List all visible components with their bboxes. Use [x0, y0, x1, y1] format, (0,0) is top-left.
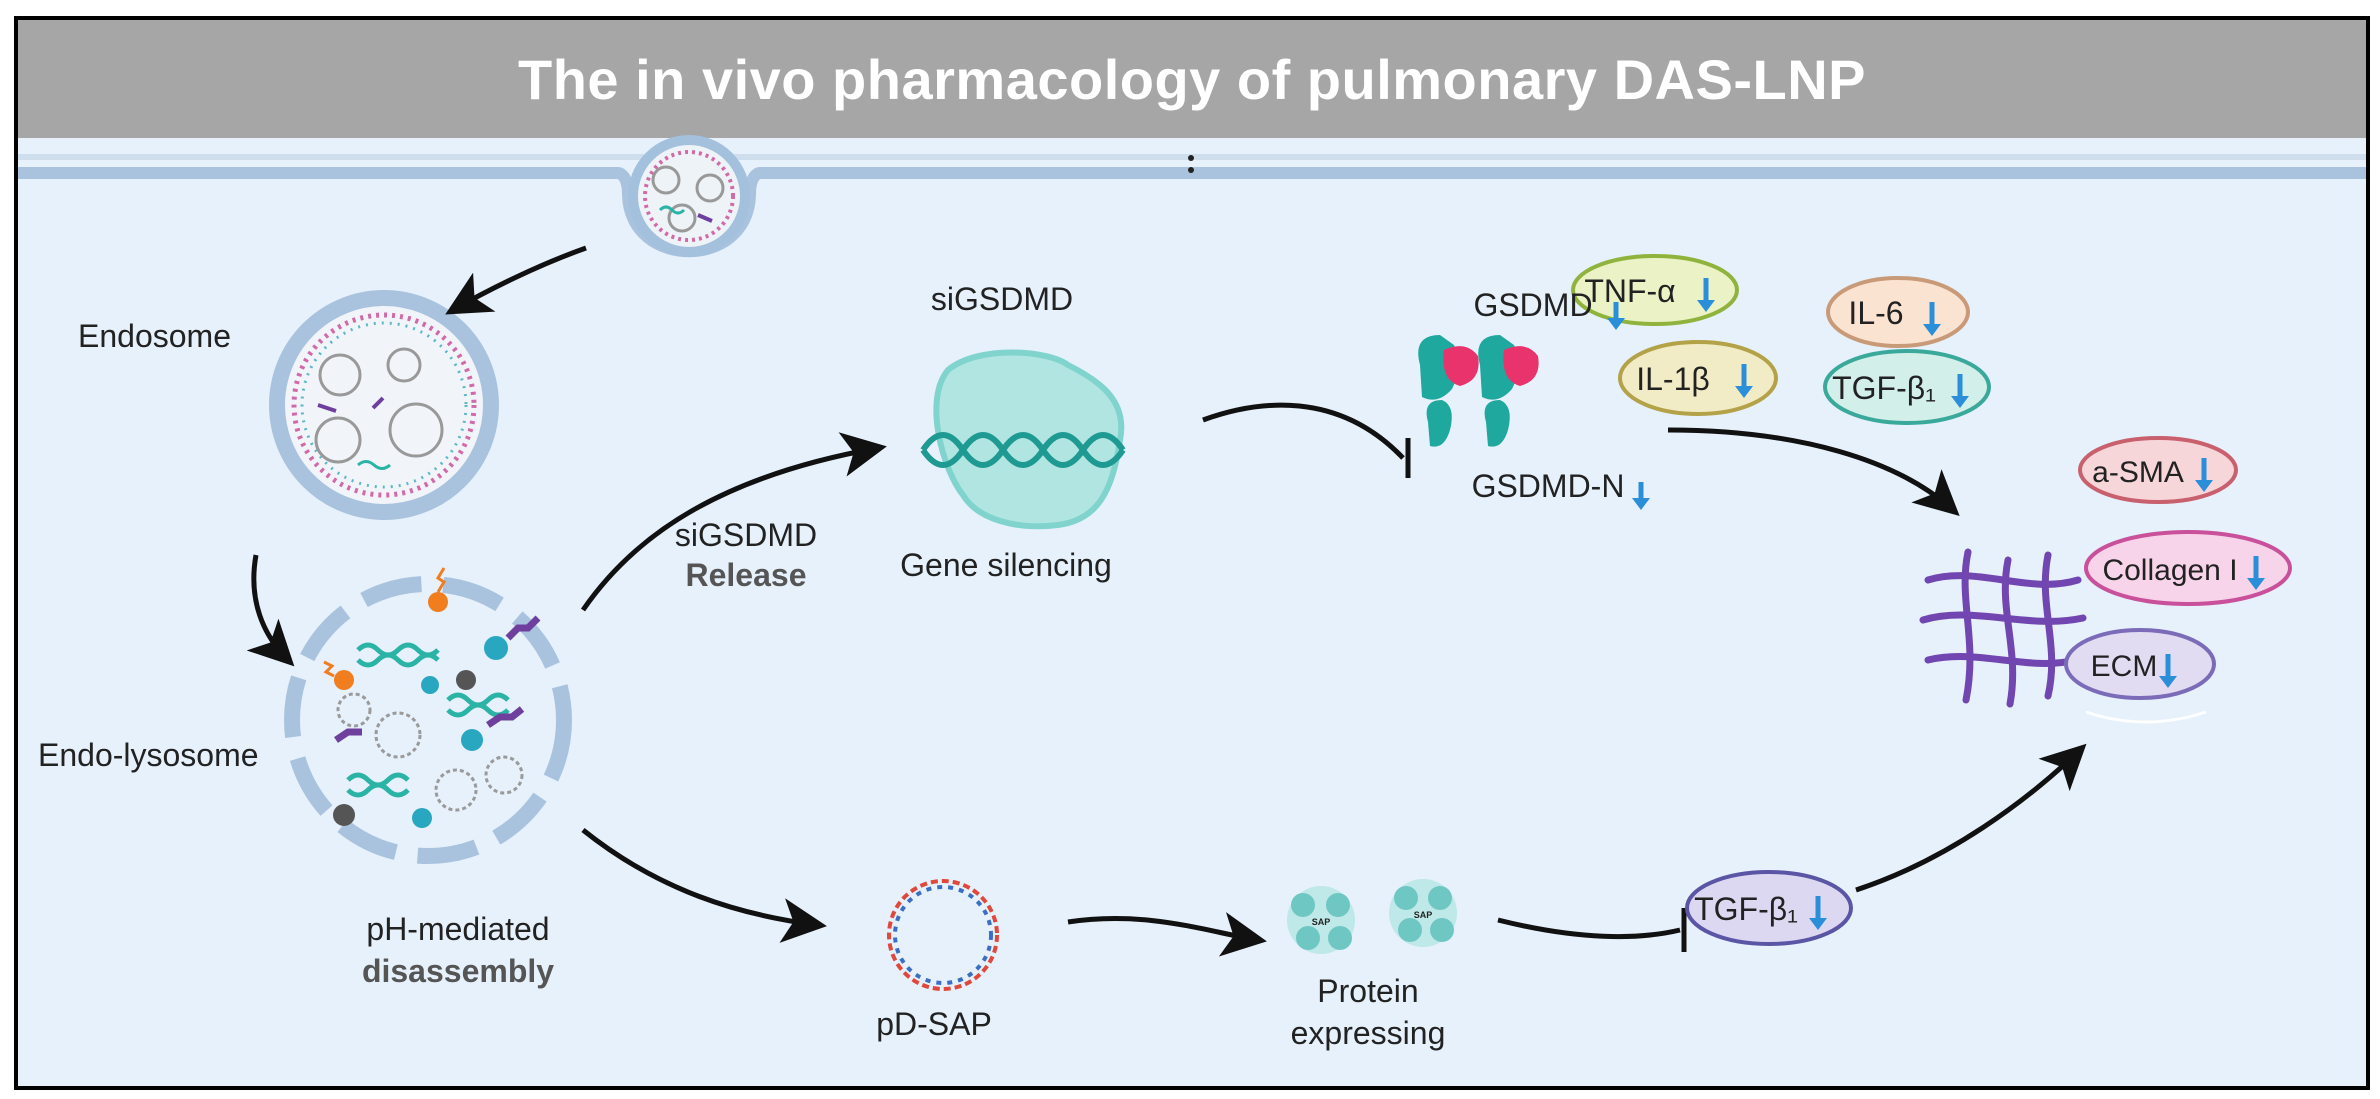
- figure-frame: The in vivo pharmacology of pulmonary DA…: [14, 16, 2370, 1090]
- tgf-top-label: TGF-β₁: [1832, 370, 1936, 406]
- disassembly-label: disassembly: [362, 953, 554, 989]
- endo-lysosome: [284, 567, 572, 864]
- lnp-particle-entering: [628, 135, 750, 257]
- marker-collagen: Collagen I: [2084, 530, 2292, 606]
- endo-lysosome-label: Endo-lysosome: [38, 737, 259, 773]
- pd-sap-label: pD-SAP: [876, 1006, 992, 1042]
- endosome: [269, 290, 499, 520]
- title-bar: The in vivo pharmacology of pulmonary DA…: [18, 20, 2366, 138]
- asma-label: a-SMA: [2092, 456, 2184, 489]
- cytokine-tnf: TNF-α: [1571, 254, 1739, 326]
- marker-asma: a-SMA: [2078, 436, 2238, 504]
- cytokine-il6: IL-6: [1826, 276, 1970, 348]
- gene-silencing-label: Gene silencing: [900, 547, 1112, 583]
- sap-protein-cluster-b: SAP: [1389, 879, 1457, 947]
- gsdmd-n-down-arrow: [1632, 482, 1650, 510]
- cytokine-il1b: IL-1β: [1618, 340, 1778, 416]
- ph-mediated-label: pH-mediated: [366, 911, 549, 947]
- membrane-dots: [1188, 155, 1194, 173]
- ecm-mesh-icon: [1919, 548, 2087, 708]
- release-label: Release: [686, 557, 807, 593]
- gene-silencing-blob: [920, 349, 1126, 530]
- endosome-label: Endosome: [78, 318, 231, 354]
- il6-label: IL-6: [1848, 295, 1903, 331]
- diagram-canvas: SAP SAP TNF-α IL-6: [18, 135, 2366, 1051]
- sap-label-a: SAP: [1312, 917, 1331, 927]
- tgf-bottom: TGF-β₁: [1685, 870, 1853, 946]
- gsdmd-label: GSDMD: [1473, 287, 1592, 323]
- gsdmd-n-label: GSDMD-N: [1472, 468, 1625, 504]
- gsdmd-protein-icon: [1418, 335, 1539, 400]
- ecm-label: ECM: [2091, 650, 2158, 683]
- expressing-label: expressing: [1291, 1015, 1446, 1051]
- cytokine-tgf-top: TGF-β₁: [1823, 349, 1991, 425]
- tnf-label: TNF-α: [1584, 273, 1675, 309]
- gsdmd-down-arrow: [1607, 302, 1625, 330]
- pd-sap-plasmid: [887, 879, 999, 991]
- collagen-label: Collagen I: [2102, 554, 2237, 587]
- tgf-bottom-label: TGF-β₁: [1694, 891, 1798, 927]
- arrows: [246, 245, 2087, 957]
- sap-protein-cluster-a: SAP: [1287, 886, 1355, 954]
- sigsdmd-label: siGSDMD: [931, 281, 1073, 317]
- marker-ecm: ECM: [2064, 628, 2216, 724]
- sigsdmd-release-label: siGSDMD: [675, 517, 817, 553]
- gsdmd-n-protein-icon: [1426, 400, 1510, 447]
- il1b-label: IL-1β: [1636, 361, 1710, 397]
- figure-title: The in vivo pharmacology of pulmonary DA…: [518, 47, 1866, 111]
- protein-label: Protein: [1317, 973, 1418, 1009]
- sap-label-b: SAP: [1414, 910, 1433, 920]
